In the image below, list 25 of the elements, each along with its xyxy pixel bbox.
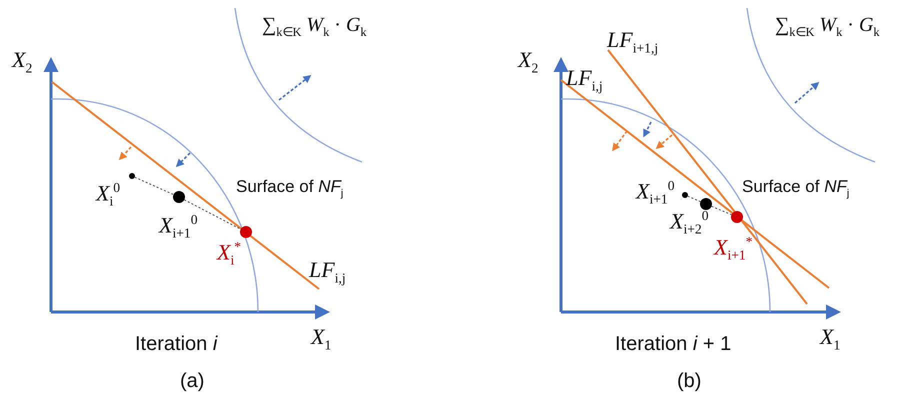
data-point — [731, 211, 743, 223]
data-point — [129, 173, 135, 179]
data-point — [240, 226, 252, 238]
data-point — [682, 192, 688, 198]
surface-label: Surface of NF$_{j}$ — [742, 178, 850, 200]
connector-line — [184, 199, 242, 230]
axis-label: X$_{2}$ — [518, 48, 538, 76]
connector-line — [687, 196, 701, 202]
formula-label: ∑$_{k∈K}$ W$_{k}$ · G$_{k}$ — [262, 14, 367, 40]
axis-label: X$_{1}$ — [820, 325, 840, 352]
connector-line — [711, 206, 732, 216]
line-label: LF$_{i,j}$ — [309, 258, 346, 286]
line-label: LF$_{i,j}$ — [566, 66, 603, 94]
panel-label: (b) — [677, 370, 702, 392]
axis-label: X$_{1}$ — [311, 325, 332, 352]
surface-label: Surface of NF$_{j}$ — [236, 178, 344, 200]
formula-label: ∑$_{k∈K}$ W$_{k}$ · G$_{k}$ — [775, 14, 880, 40]
panel-label: (a) — [180, 370, 204, 392]
line-label: LF$_{i+1,j}$ — [607, 28, 658, 56]
axis-label: X$_{2}$ — [12, 48, 32, 76]
data-point — [173, 191, 185, 203]
connector-line — [134, 176, 174, 196]
iteration-label: Iteration i — [135, 333, 218, 355]
data-point — [700, 198, 712, 210]
iteration-label: Iteration i + 1 — [615, 333, 732, 355]
